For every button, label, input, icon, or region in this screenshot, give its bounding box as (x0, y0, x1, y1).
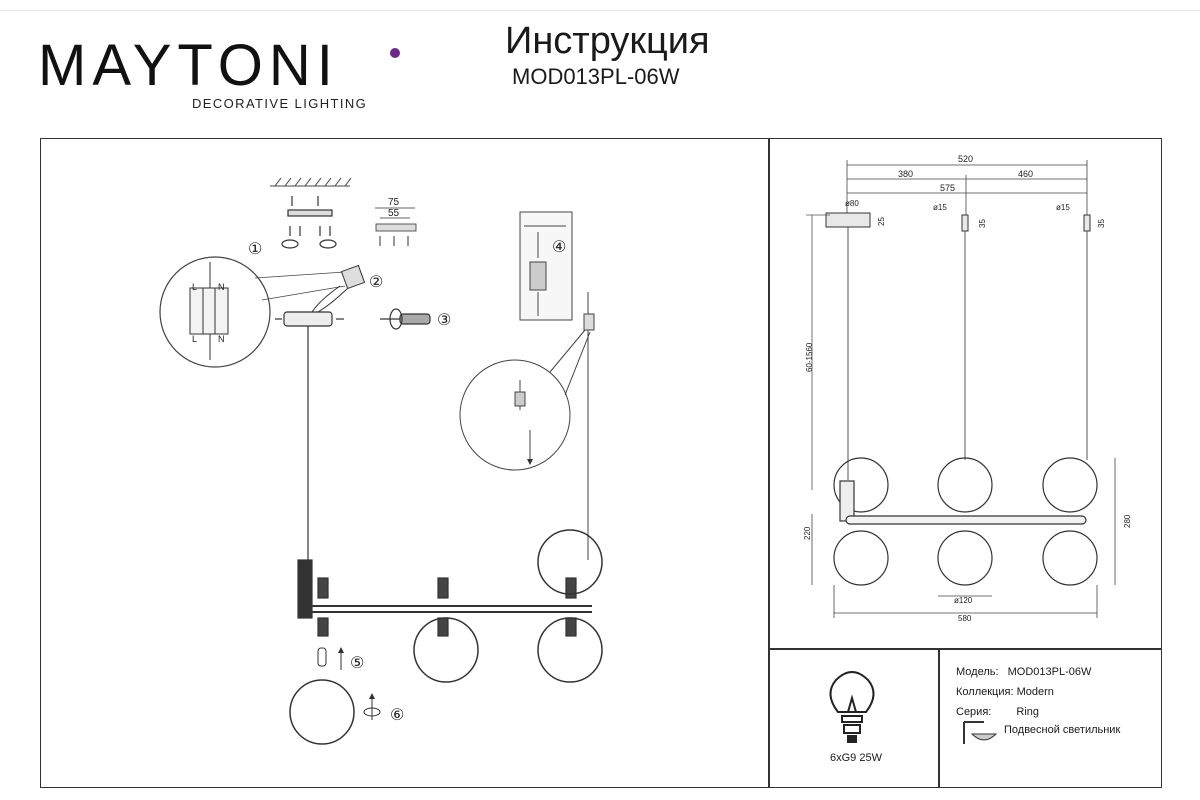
series-value: Ring (1016, 706, 1040, 718)
glass-shades (289, 529, 603, 745)
drawing-frame (40, 138, 1162, 788)
model-code: MOD013PL-06W (512, 64, 680, 89)
dim-left-offset: 380 (898, 169, 913, 179)
dim-shade-diameter: ø120 (954, 596, 973, 605)
terminal-l-bottom: L (192, 334, 197, 344)
dim-cable-length: 60-1560 (805, 342, 814, 372)
top-divider (0, 10, 1200, 11)
info-series: Серия: Ring (956, 706, 1039, 718)
step-2-label: ② (369, 274, 383, 291)
model-value: MOD013PL-06W (1007, 666, 1092, 678)
dim-right-offset: 460 (1018, 169, 1033, 179)
dim-canopy-height: 25 (877, 217, 886, 226)
canopy-side-view (825, 212, 1091, 232)
dim-total-width: 520 (958, 154, 973, 164)
step-5-label: ⑤ (350, 655, 364, 672)
dim-mount-diameter-b: ø15 (1056, 203, 1070, 212)
brand-logo: MAYTONI DECORATIVE LIGHTING (38, 26, 400, 116)
bracket-width-inner: 55 (388, 208, 400, 219)
info-model: Модель: MOD013PL-06W (956, 666, 1091, 678)
step-6-label: ⑥ (390, 707, 404, 724)
dim-span: 575 (940, 183, 955, 193)
collection-value: Modern (1016, 686, 1054, 698)
terminal-n-top: N (218, 282, 225, 292)
brand-tagline: DECORATIVE LIGHTING (192, 96, 368, 111)
height-dimension-lines (811, 458, 1116, 618)
dimension-lines (846, 160, 1088, 222)
bulb-icon (829, 671, 875, 743)
bulb-spec: 6xG9 25W (830, 752, 882, 764)
collection-label: Коллекция: (956, 686, 1014, 698)
info-collection: Коллекция: Modern (956, 686, 1054, 698)
fixture-front-view (833, 457, 1098, 586)
wiring-detail: L N L N (159, 256, 346, 368)
brand-name: MAYTONI (38, 33, 339, 98)
model-label: Модель: (956, 666, 999, 678)
step-3-label: ③ (437, 312, 451, 329)
height-adjust-detail (459, 211, 595, 560)
horizontal-divider (768, 648, 1162, 650)
screwdriver-icon (380, 308, 431, 330)
g9-bulb-icon (317, 647, 344, 670)
step-4-label: ④ (552, 239, 566, 256)
page-title: Инструкция (505, 20, 710, 62)
mounting-bracket (281, 196, 337, 249)
dim-mount-height-b: 35 (1097, 219, 1106, 228)
info-type: Подвесной светильник (1004, 724, 1120, 736)
terminal-n-bottom: N (218, 334, 225, 344)
terminal-block (311, 264, 366, 313)
lamp-body-assembly (297, 559, 592, 637)
ceiling-hatch (270, 177, 352, 187)
bracket-dimension: 75 55 (375, 197, 417, 246)
terminal-l-top: L (192, 282, 197, 292)
canopy (275, 311, 344, 560)
dim-body-height: 220 (803, 526, 812, 540)
bracket-width-outer: 75 (388, 197, 400, 208)
dim-mount-height-a: 35 (978, 219, 987, 228)
vertical-divider (768, 138, 770, 788)
suspension-cables (806, 214, 1088, 490)
rotate-icon (363, 693, 381, 720)
dim-overall-length: 580 (958, 614, 972, 623)
dim-canopy-diameter: ø80 (845, 199, 859, 208)
series-label: Серия: (956, 706, 992, 718)
pendant-type-icon (963, 721, 998, 744)
dim-mount-diameter-a: ø15 (933, 203, 947, 212)
dim-overall-height: 280 (1123, 514, 1132, 528)
brand-dot (390, 48, 400, 58)
type-value: Подвесной светильник (1004, 724, 1121, 736)
step-1-label: ① (248, 241, 262, 258)
info-divider (938, 648, 940, 788)
